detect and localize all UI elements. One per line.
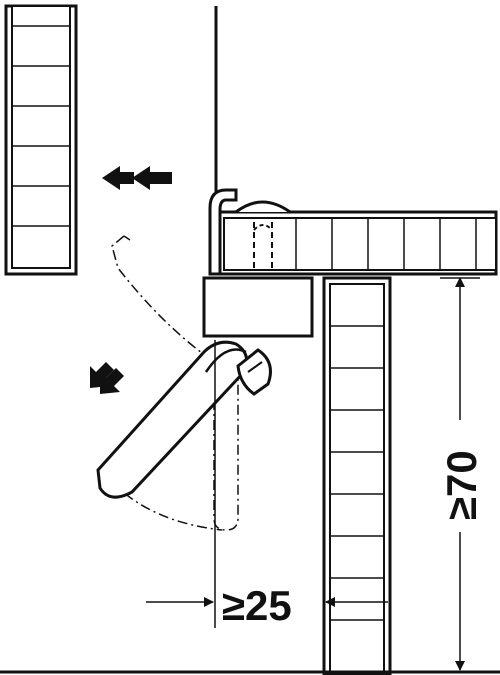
lever-arm	[96, 340, 249, 499]
double-arrow-left-icon	[102, 166, 172, 190]
swing-path-upper	[111, 235, 207, 357]
gap-dimension-label: ≥25	[222, 582, 292, 629]
lever-ghost	[213, 380, 239, 531]
swing-arc-lower	[109, 479, 223, 531]
height-dimension: ≥70	[438, 277, 485, 671]
shelf-panel	[216, 210, 498, 276]
hinge-cup	[235, 200, 291, 272]
latch-tab	[236, 348, 272, 396]
gap-dimension: ≥25	[146, 582, 388, 629]
mounting-block	[202, 276, 314, 338]
double-arrow-down-right-icon	[90, 362, 124, 394]
left-cabinet-panel	[4, 4, 78, 276]
height-dimension-label: ≥70	[438, 450, 485, 520]
hook-bracket	[208, 188, 238, 276]
right-cabinet-panel	[322, 276, 392, 675]
